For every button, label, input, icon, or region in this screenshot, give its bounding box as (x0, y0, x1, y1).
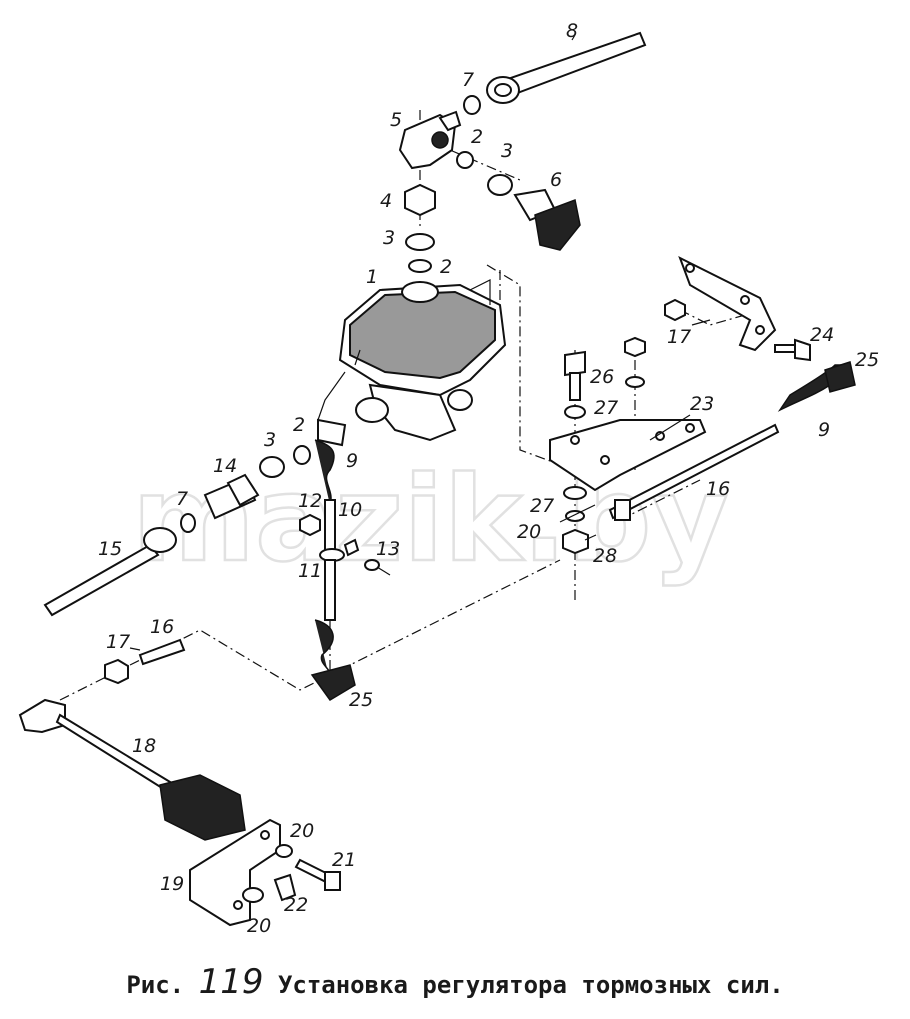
caption-number: 119 (198, 962, 264, 1002)
callout-6: 6 (550, 169, 562, 191)
fitting-14 (203, 473, 260, 520)
bolt-22 (242, 873, 297, 903)
callout-7-left: 7 (176, 488, 188, 510)
washer-3-top (487, 174, 513, 196)
callout-11: 11 (298, 560, 322, 582)
washer-27-bottom (563, 486, 587, 500)
nut-28 (562, 528, 589, 555)
callout-20-mid: 20 (517, 521, 541, 543)
bolt-21 (294, 858, 341, 891)
ring-2 (408, 259, 432, 273)
nut-12 (299, 513, 321, 537)
callout-27-bottom: 27 (530, 495, 554, 517)
screw-13 (364, 559, 391, 576)
bolt-26 (564, 350, 586, 401)
callout-7-top: 7 (462, 69, 474, 91)
tube-15 (43, 527, 177, 617)
brake-regulator-1 (317, 279, 507, 442)
callout-9-left: 9 (346, 450, 358, 472)
callout-labels: 1 2 2 2 3 3 3 4 5 6 7 7 8 9 9 10 11 12 1… (98, 20, 879, 937)
rod-16-right-end (614, 499, 631, 521)
washer-3 (405, 233, 435, 251)
callout-1: 1 (366, 266, 378, 288)
nut-4 (404, 183, 436, 217)
callout-3-left: 3 (264, 429, 276, 451)
callout-2-mid: 2 (440, 256, 452, 278)
callout-24: 24 (810, 324, 834, 346)
leader-lines (129, 34, 711, 651)
callout-16-left: 16 (150, 616, 174, 638)
bolt-24 (774, 338, 811, 362)
callout-3-top: 3 (501, 140, 513, 162)
callout-17-right: 17 (667, 326, 691, 348)
callout-15: 15 (98, 538, 122, 560)
callout-27-top: 27 (594, 397, 618, 419)
stud-16-left (138, 638, 186, 666)
callout-26: 26 (590, 366, 614, 388)
washer-27-top (564, 405, 586, 419)
callout-3-mid: 3 (383, 227, 395, 249)
callout-17-left: 17 (106, 631, 130, 653)
plate-23 (549, 419, 707, 492)
nut-17-left (104, 658, 129, 685)
rod-assembly-10 (310, 418, 356, 701)
nut-17-right (664, 298, 686, 322)
washer-20-low (275, 844, 293, 858)
ring-7-left (180, 513, 196, 533)
washer-right-top (625, 376, 645, 388)
callout-14: 14 (213, 455, 237, 477)
callout-8: 8 (566, 20, 578, 42)
clip-11 (343, 538, 360, 557)
callout-9-right: 9 (818, 419, 830, 441)
washer-3-mid (259, 456, 285, 478)
ring-2-top (456, 151, 474, 169)
callout-22: 22 (284, 894, 308, 916)
bracket-right (678, 255, 777, 352)
valve-6 (513, 188, 581, 251)
callout-19: 19 (160, 873, 184, 895)
tube-8 (486, 31, 647, 104)
callout-28: 28 (593, 545, 617, 567)
spring-25-right (777, 361, 856, 412)
callout-10: 10 (338, 499, 362, 521)
callout-16-right: 16 (706, 478, 730, 500)
callout-25-bottom: 25 (349, 689, 373, 711)
callout-2-left: 2 (293, 414, 305, 436)
rod-9-right (608, 423, 780, 520)
caption-title: Установка регулятора тормозных сил. (277, 971, 784, 999)
ring-7-top (463, 95, 481, 115)
callout-5: 5 (390, 109, 402, 131)
bracket-19 (189, 818, 281, 927)
callout-2-top: 2 (471, 126, 483, 148)
callout-13: 13 (376, 538, 400, 560)
callout-21: 21 (332, 849, 356, 871)
callout-20-bottom: 20 (247, 915, 271, 937)
nut-right-top (624, 336, 646, 358)
washer-20-mid (565, 510, 585, 522)
ring-2-mid (293, 445, 311, 465)
callout-4: 4 (380, 190, 392, 212)
callout-23: 23 (690, 393, 714, 415)
spring-block (159, 774, 246, 841)
callout-18: 18 (132, 735, 156, 757)
callout-20-low: 20 (290, 820, 314, 842)
figure-caption: Рис. 119 Установка регулятора тормозных … (0, 962, 910, 1002)
elbow-5 (398, 110, 462, 170)
caption-prefix: Рис. (126, 971, 185, 999)
callout-25-right: 25 (855, 349, 879, 371)
callout-12: 12 (298, 490, 322, 512)
